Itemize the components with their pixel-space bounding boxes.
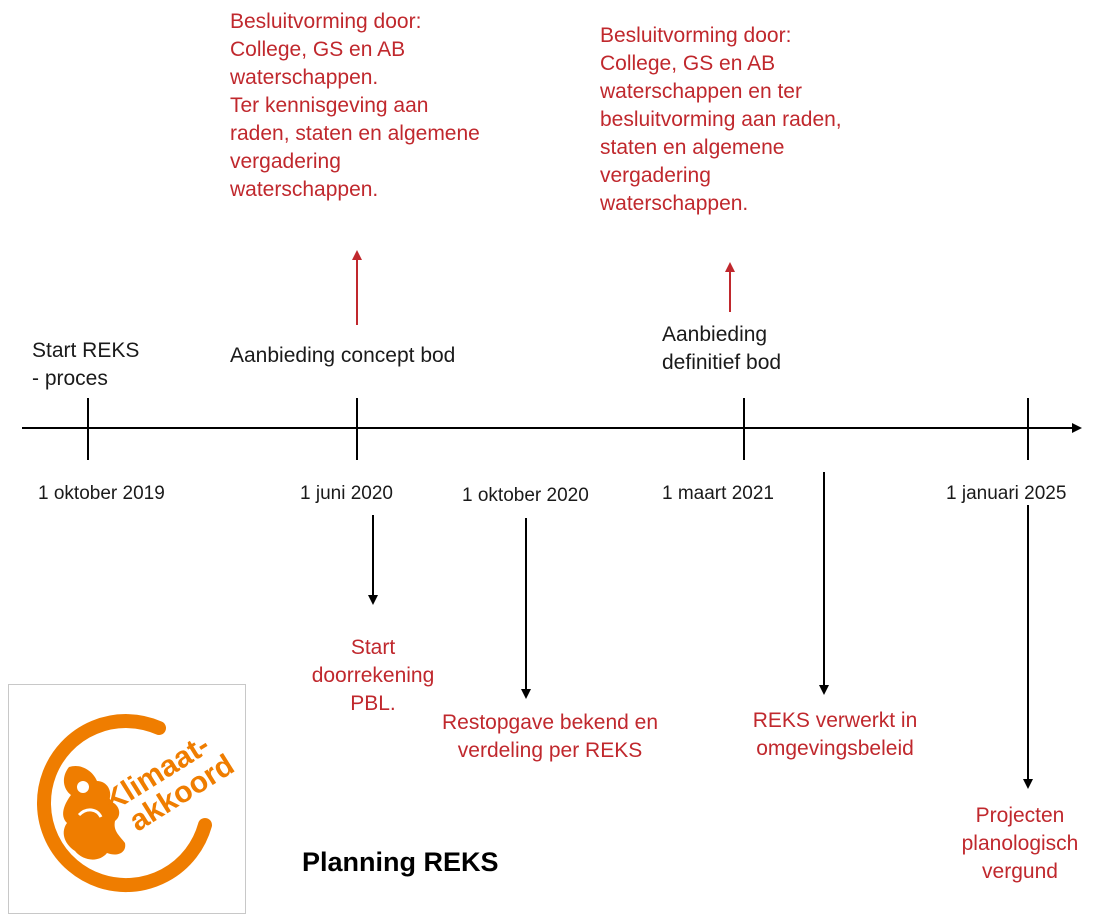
date-2020-jun: 1 juni 2020	[300, 483, 393, 504]
date-2020-okt: 1 oktober 2020	[462, 485, 589, 506]
date-2025: 1 januari 2025	[946, 483, 1067, 504]
label-start-reks: Start REKS - proces	[32, 339, 140, 390]
date-2021: 1 maart 2021	[662, 483, 774, 504]
label-definitief-bod: Aanbieding definitief bod	[662, 323, 782, 374]
logo-lettering: Klimaat- akkoord	[98, 728, 241, 838]
klimaatakkoord-logo-panel: Klimaat- akkoord	[8, 684, 246, 914]
label-reks-verwerkt: REKS verwerkt in omgevingsbeleid	[752, 709, 918, 760]
label-start-pbl: Start doorrekening PBL.	[311, 636, 435, 715]
label-restopgave: Restopgave bekend en verdeling per REKS	[442, 711, 658, 762]
decision-text-first: Besluitvorming door: College, GS en AB w…	[230, 10, 480, 201]
page-title: Planning REKS	[302, 847, 499, 877]
decision-text-second: Besluitvorming door: College, GS en AB w…	[600, 24, 842, 215]
label-projecten: Projecten planologisch vergund	[961, 804, 1079, 883]
label-concept-bod: Aanbieding concept bod	[230, 344, 456, 367]
date-2019: 1 oktober 2019	[38, 483, 165, 504]
klimaatakkoord-logo: Klimaat- akkoord	[37, 714, 241, 893]
